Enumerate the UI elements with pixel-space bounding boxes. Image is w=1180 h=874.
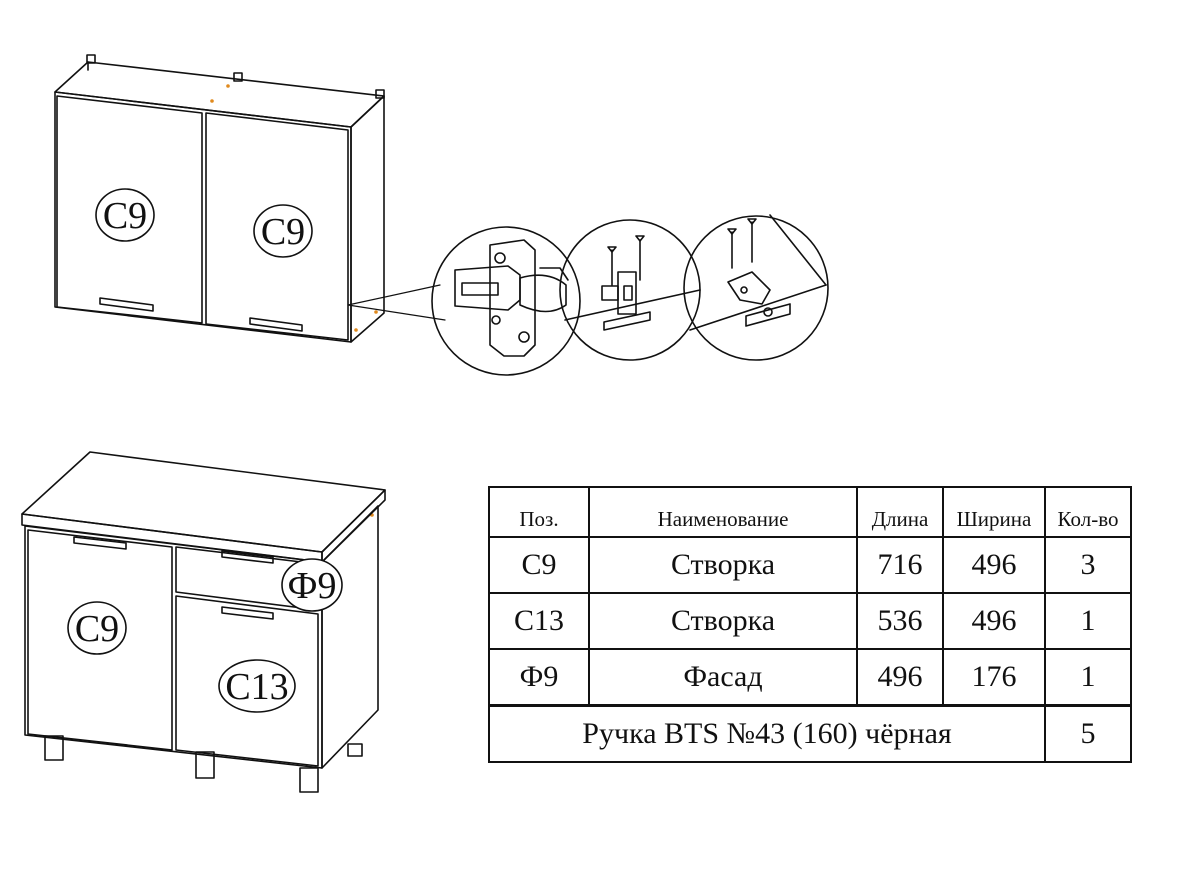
cell-quantity: 1 <box>1044 592 1132 650</box>
cell-length: 496 <box>856 648 944 707</box>
cell-position: Ф9 <box>488 648 590 707</box>
header-name: Наименование <box>588 486 858 538</box>
header-width: Ширина <box>942 486 1046 538</box>
wall-cabinet <box>54 54 385 343</box>
hinge-markers <box>210 84 378 517</box>
header-position: Поз. <box>488 486 590 538</box>
cell-length: 716 <box>856 536 944 594</box>
header-length: Длина <box>856 486 944 538</box>
cell-position: С13 <box>488 592 590 650</box>
callout-lower-left: С9 <box>75 608 119 650</box>
table-row: С9 Створка 716 496 3 <box>488 536 1132 594</box>
table-footer-row: Ручка BTS №43 (160) чёрная 5 <box>488 704 1132 763</box>
parts-table: Поз. Наименование Длина Ширина Кол-во С9… <box>488 486 1132 763</box>
table-row: С13 Створка 536 496 1 <box>488 592 1132 650</box>
cell-width: 176 <box>942 648 1046 707</box>
cell-length: 536 <box>856 592 944 650</box>
cell-name: Створка <box>588 592 858 650</box>
hinge-assembly-detail-icon <box>683 214 829 361</box>
table-row: Ф9 Фасад 496 176 1 <box>488 648 1132 707</box>
callout-lower-drawer: Ф9 <box>287 565 336 607</box>
cell-name: Фасад <box>588 648 858 707</box>
hinge-detail-icon <box>431 226 581 376</box>
footer-handle-quantity: 5 <box>1044 704 1132 763</box>
cell-quantity: 3 <box>1044 536 1132 594</box>
footer-handle-label: Ручка BTS №43 (160) чёрная <box>488 704 1046 763</box>
cell-position: С9 <box>488 536 590 594</box>
cell-width: 496 <box>942 592 1046 650</box>
table-header-row: Поз. Наименование Длина Ширина Кол-во <box>488 486 1132 538</box>
cell-name: Створка <box>588 536 858 594</box>
callout-upper-left: С9 <box>103 195 147 237</box>
callout-upper-right: С9 <box>261 211 305 253</box>
base-cabinet <box>21 451 386 793</box>
header-quantity: Кол-во <box>1044 486 1132 538</box>
callout-lower-right: С13 <box>225 666 288 708</box>
mounting-plate-detail-icon <box>559 219 701 361</box>
cell-width: 496 <box>942 536 1046 594</box>
cell-quantity: 1 <box>1044 648 1132 707</box>
